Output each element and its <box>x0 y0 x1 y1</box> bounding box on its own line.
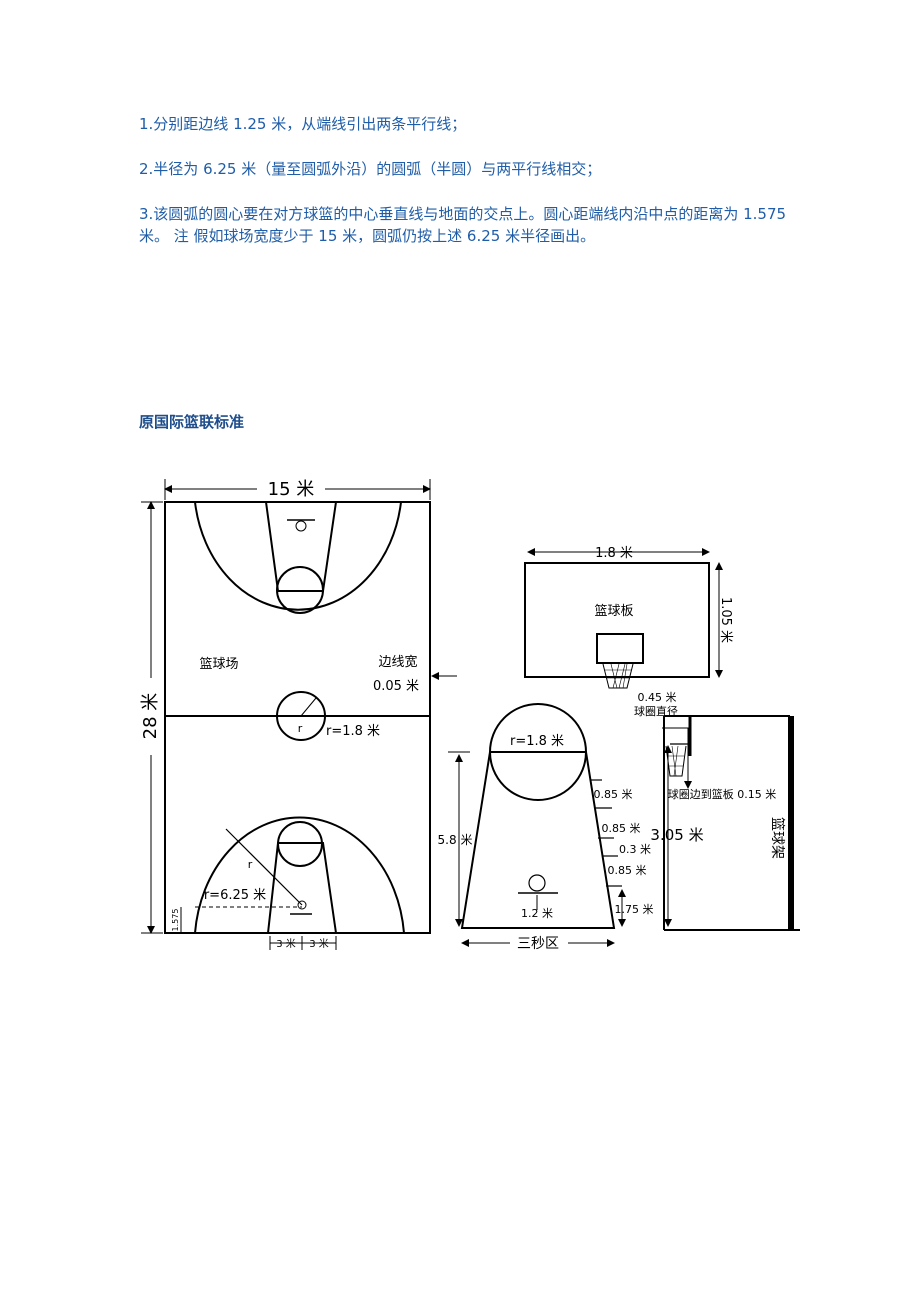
basketball-court-diagram: 15 米 28 米 篮球场 边线宽 0.05 米 r r=1.8 米 r r=6… <box>140 479 800 952</box>
paragraph-3: 3.该圆弧的圆心要在对方球篮的中心垂直线与地面的交点上。圆心距端线内沿中点的距离… <box>139 205 787 245</box>
arc-radius-value: r=6.25 米 <box>204 888 266 903</box>
line-width-label-2: 0.05 米 <box>373 679 419 694</box>
paragraph-2: 2.半径为 6.25 米（量至圆弧外沿）的圆弧（半圆）与两平行线相交； <box>139 160 602 178</box>
court-label: 篮球场 <box>199 657 238 672</box>
bottom-three-point-arc <box>194 816 405 934</box>
line-width-label-1: 边线宽 <box>378 654 417 670</box>
bottom-key <box>267 842 337 934</box>
free-throw-circle <box>489 703 587 801</box>
three-right-label: 3 米 <box>309 937 329 950</box>
backboard <box>524 562 710 678</box>
key-circle-radius: r=1.8 米 <box>510 734 564 749</box>
hoop-diameter-1: 0.45 米 <box>638 691 677 704</box>
section-heading: 原国际篮联标准 <box>139 413 245 431</box>
three-second-key <box>460 751 616 929</box>
backboard-height-label: 1.05 米 <box>718 597 733 643</box>
hoop-edge-label: 球圈边到篮板 0.15 米 <box>668 787 777 801</box>
hoop-height-label: 3.05 米 <box>650 826 703 844</box>
key-base-label: 1.2 米 <box>521 907 553 920</box>
court-length-label: 28 米 <box>140 693 161 740</box>
small-distance-label: 1.575 <box>171 909 180 932</box>
key-mark-3: 0.3 米 <box>619 843 651 856</box>
bottom-key-circle <box>277 821 323 867</box>
key-mark-4: 0.85 米 <box>608 864 647 877</box>
top-three-point-arc <box>194 501 402 611</box>
hoop-diameter-2: 球圈直径 <box>634 704 678 718</box>
top-key-circle <box>276 566 324 614</box>
net <box>602 663 634 689</box>
key-mark-1: 0.85 米 <box>594 788 633 801</box>
center-radius-value: r=1.8 米 <box>326 724 380 739</box>
court-width-label: 15 米 <box>268 479 315 500</box>
backboard-inner-rect <box>596 633 644 664</box>
key-mark-5: 1.75 米 <box>615 903 654 916</box>
stand-label: 篮球架 <box>769 817 785 859</box>
court-outline <box>164 501 431 934</box>
center-circle <box>276 691 326 741</box>
key-name: 三秒区 <box>517 936 559 952</box>
key-mark-2: 0.85 米 <box>602 822 641 835</box>
paragraph-1: 1.分别距边线 1.25 米，从端线引出两条平行线； <box>139 115 467 133</box>
backboard-width-label: 1.8 米 <box>595 546 633 561</box>
key-height-label: 5.8 米 <box>438 833 473 847</box>
arc-radius-r: r <box>248 858 253 871</box>
top-key <box>265 501 337 592</box>
backboard-name: 篮球板 <box>594 604 633 619</box>
center-radius-r: r <box>298 722 303 735</box>
three-left-label: 3 米 <box>276 937 296 950</box>
